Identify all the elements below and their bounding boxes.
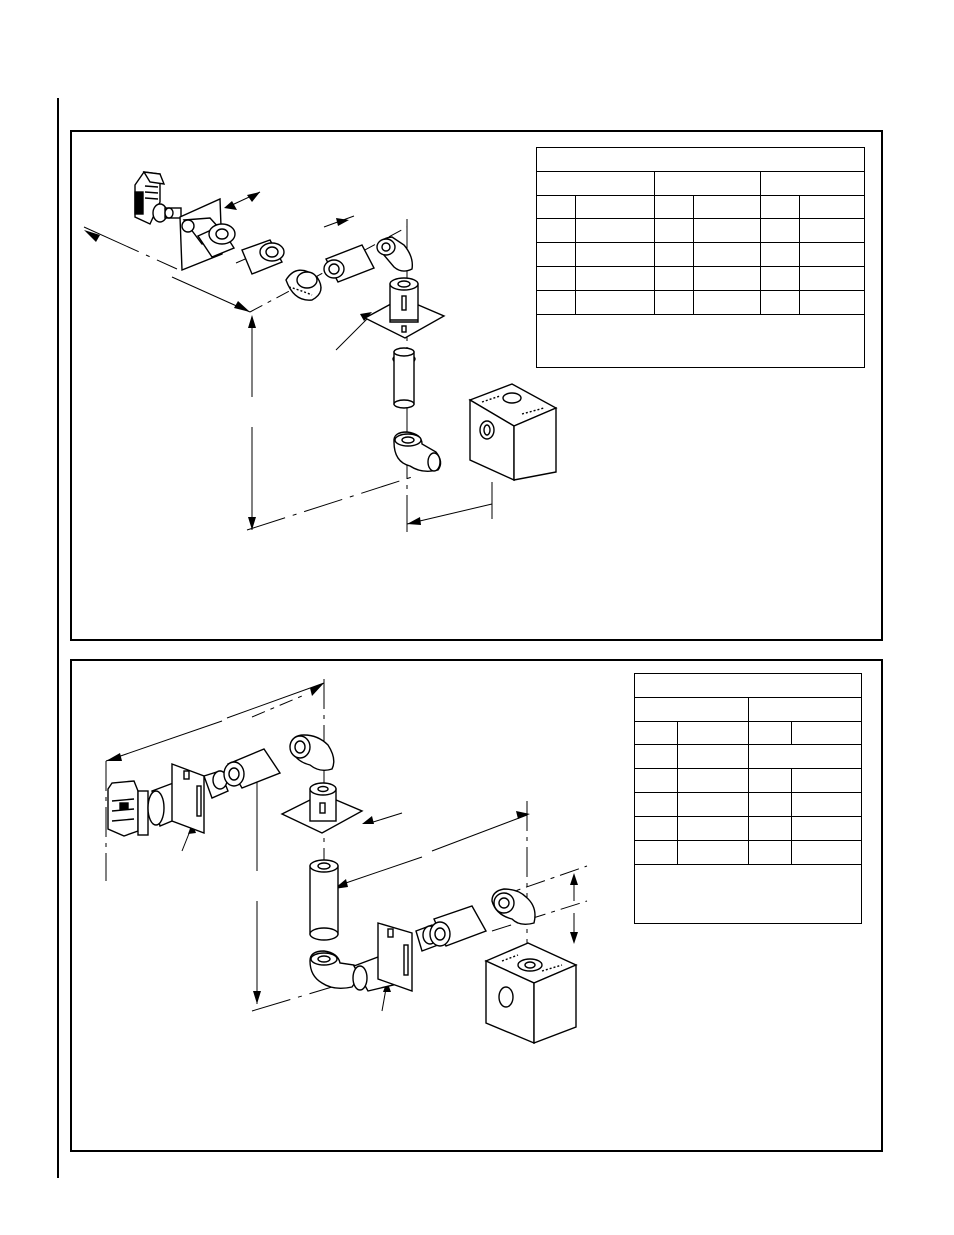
table-2-cell xyxy=(677,744,749,769)
table-2-group xyxy=(748,697,862,722)
table-1-cell xyxy=(760,195,800,219)
table-1-cell xyxy=(536,218,576,243)
elbow-90-bottom-2 xyxy=(309,950,358,990)
appliance-2 xyxy=(484,942,578,1045)
table-1-cell xyxy=(654,195,694,219)
table-1-cell xyxy=(654,290,694,315)
table-2-cell xyxy=(677,792,749,817)
table-2-cell xyxy=(634,840,678,865)
table-2-cell xyxy=(791,816,862,841)
elbow-90-right-2 xyxy=(491,888,536,926)
table-2-cell xyxy=(748,768,792,793)
table-1-cell xyxy=(799,290,865,315)
table-2-cell xyxy=(634,768,678,793)
pipe-section-2b xyxy=(415,905,488,952)
table-1-cell xyxy=(575,242,655,267)
table-2-cell xyxy=(748,792,792,817)
table-2-cell xyxy=(634,816,678,841)
table-2-cell xyxy=(634,721,678,745)
pipe-section-1b xyxy=(323,244,375,283)
table-1-cell xyxy=(693,195,761,219)
vent-length-table-2 xyxy=(634,673,862,924)
table-2-cell xyxy=(677,816,749,841)
table-1-cell xyxy=(693,218,761,243)
vent-diagram-1 xyxy=(83,171,558,532)
table-2-cell xyxy=(677,721,749,745)
table-1-cell xyxy=(654,242,694,267)
table-2-cell xyxy=(748,840,792,865)
page-margin-rule xyxy=(57,98,59,1178)
table-2-cell xyxy=(634,744,678,769)
table-1-cell xyxy=(536,195,576,219)
figure-panel-1 xyxy=(70,130,883,641)
table-1-cell xyxy=(575,218,655,243)
table-1-cell xyxy=(760,266,800,291)
pipe-horizontal-2b xyxy=(203,770,229,799)
table-1-cell xyxy=(536,242,576,267)
vent-diagram-2 xyxy=(105,679,588,1045)
table-2-cell xyxy=(791,768,862,793)
elbow-90-top-1 xyxy=(376,236,414,272)
table-2-cell xyxy=(634,792,678,817)
table-2-cell xyxy=(791,721,862,745)
table-1-cell xyxy=(575,266,655,291)
table-1-cell xyxy=(760,290,800,315)
pipe-horizontal-1 xyxy=(181,217,236,258)
table-1-cell xyxy=(536,266,576,291)
table-2-cell xyxy=(748,816,792,841)
dimension-arrows-1 xyxy=(84,192,421,530)
figure-panel-2 xyxy=(70,659,883,1152)
table-2-title xyxy=(634,673,862,698)
table-1-cell xyxy=(654,266,694,291)
table-1-cell xyxy=(654,218,694,243)
elbow-90-top-2 xyxy=(289,734,335,772)
table-2-cell xyxy=(748,721,792,745)
vent-length-table-1 xyxy=(536,147,865,368)
table-1-group xyxy=(536,171,655,196)
table-1-cell xyxy=(799,266,865,291)
table-1-group xyxy=(760,171,865,196)
dimension-arrows-2 xyxy=(106,683,578,1004)
table-1-cell xyxy=(760,218,800,243)
ceiling-plate-1 xyxy=(363,277,446,339)
table-2-cell xyxy=(677,840,749,865)
table-2-note xyxy=(634,864,862,924)
table-1-cell xyxy=(799,195,865,219)
table-1-cell xyxy=(575,195,655,219)
table-1-cell xyxy=(799,242,865,267)
table-2-group xyxy=(634,697,749,722)
table-1-cell xyxy=(536,290,576,315)
table-1-title xyxy=(536,147,865,172)
dimension-lines-1 xyxy=(83,219,493,532)
wall-plate-2 xyxy=(171,762,205,835)
elbow-45-1 xyxy=(285,269,322,301)
table-1-group xyxy=(654,171,761,196)
table-1-cell xyxy=(693,266,761,291)
table-2-cell xyxy=(791,840,862,865)
table-1-note xyxy=(536,314,865,368)
pipe-section-1a xyxy=(241,239,285,275)
table-1-cell xyxy=(799,218,865,243)
ceiling-plate-2 xyxy=(280,782,364,834)
appliance-1 xyxy=(468,383,558,482)
table-1-cell xyxy=(575,290,655,315)
table-1-cell xyxy=(760,242,800,267)
vent-termination-cap-2 xyxy=(107,780,149,837)
elbow-90-bottom-1 xyxy=(393,431,442,473)
wall-plate-2b xyxy=(377,922,413,992)
pipe-vertical-2 xyxy=(309,859,339,941)
vent-termination-cap-1 xyxy=(134,171,182,225)
table-2-cell xyxy=(677,768,749,793)
pipe-section-2a xyxy=(223,748,282,789)
table-1-cell xyxy=(693,290,761,315)
table-2-cell xyxy=(748,744,862,769)
table-1-cell xyxy=(693,242,761,267)
table-2-cell xyxy=(791,792,862,817)
pipe-vertical-1 xyxy=(393,347,415,409)
